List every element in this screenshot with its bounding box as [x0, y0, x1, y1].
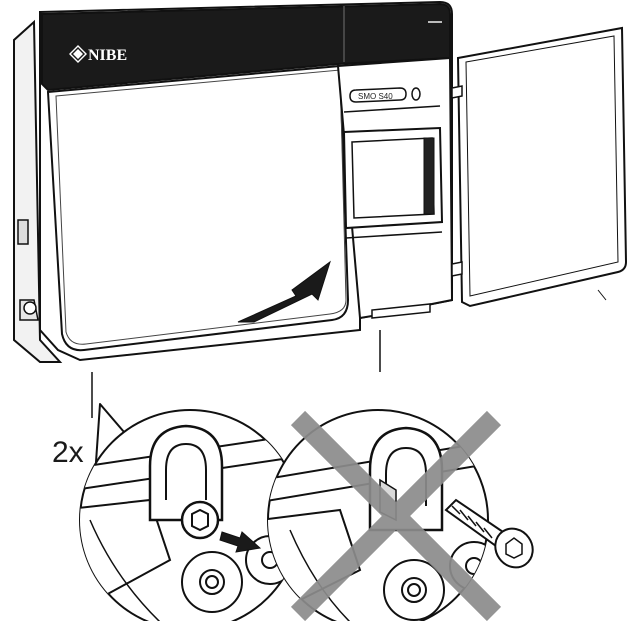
prohibited-cross-icon: [290, 410, 502, 621]
brand-logo: NIBE: [69, 45, 127, 64]
front-cover: [46, 64, 350, 352]
slide-direction-arrow-icon: [237, 260, 331, 323]
unit-left-side: [13, 19, 63, 363]
model-label: SMO S40: [358, 92, 393, 101]
screw-head: [180, 500, 220, 540]
controller-unit: [13, 0, 454, 363]
leader-lines: [91, 330, 381, 418]
brand-name: NIBE: [88, 47, 127, 64]
screw-icon: [444, 498, 534, 569]
quantity-label: 2x: [52, 436, 84, 469]
open-door: [451, 26, 628, 308]
detail-correct: [79, 409, 301, 621]
unit-top-band: [41, 2, 451, 92]
diamond-logo-icon: [69, 45, 87, 63]
model-badge: [349, 87, 407, 103]
push-direction-arrow-icon: [219, 531, 262, 553]
